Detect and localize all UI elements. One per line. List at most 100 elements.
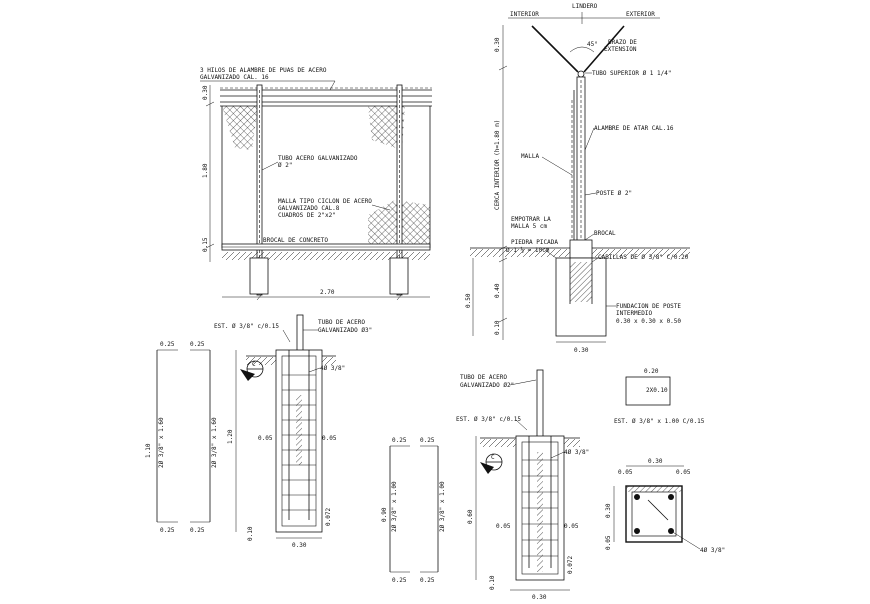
dim-bottom: 0.10 — [247, 526, 254, 541]
post-cap — [577, 70, 585, 78]
cover-l: 0.05 — [258, 435, 273, 442]
note: EST. Ø 3/8" x 1.00 C/0.15 — [614, 418, 705, 425]
leader — [670, 530, 701, 550]
rebar-dot — [668, 494, 674, 500]
exterior: EXTERIOR — [626, 11, 655, 18]
dim-base: 0.072 — [567, 556, 574, 574]
dim-bl: 0.25 — [392, 577, 407, 584]
mesh-label-2: GALVANIZADO CAL.8 — [278, 205, 340, 212]
rebar-note: 4Ø 3/8" — [564, 449, 589, 456]
cover-r: 0.05 — [322, 435, 337, 442]
height-left: 0.90 — [381, 507, 388, 522]
tube-1: TUBO DE ACERO — [460, 374, 507, 381]
tube-2: GALVANIZADO Ø2" — [460, 382, 514, 389]
leader — [584, 233, 595, 241]
interior: INTERIOR — [510, 11, 539, 18]
cover-r: 0.05 — [676, 469, 691, 476]
leader — [308, 367, 321, 373]
dim-tl: 0.25 — [392, 437, 407, 444]
arm-label-1: BRAZO DE — [608, 39, 637, 46]
rebar-cage — [281, 355, 317, 527]
dim-tick — [256, 293, 263, 301]
dim-tick — [205, 101, 215, 107]
dim-br: 0.25 — [190, 527, 205, 534]
dim-arm: 0.30 — [494, 37, 501, 52]
embed-2: MALLA 5 cm — [511, 223, 548, 230]
found-3: 0.30 x 0.30 x 0.50 — [616, 318, 681, 325]
ground — [222, 252, 430, 260]
ground — [246, 357, 276, 365]
leader — [550, 451, 565, 459]
stirrup-shape — [625, 376, 671, 406]
marker-arrow — [240, 369, 255, 381]
tube-embed — [537, 452, 543, 572]
wire-note-1: 3 HILOS DE ALAMBRE DE PUAS DE ACERO — [200, 67, 327, 74]
dim-fence: CERCA INTERIOR (h=1.80 m) — [494, 120, 501, 210]
dim-width: 0.30 — [532, 594, 547, 601]
top-tube: TUBO SUPERIOR Ø 1 1/4" — [592, 70, 671, 77]
dim-base: 0.072 — [325, 508, 332, 526]
dim-below: 0.40 — [494, 283, 501, 298]
curb: BROCAL — [594, 230, 616, 237]
dim-width: 2.70 — [320, 289, 335, 296]
column-detail-left: 0.25 0.25 0.25 0.25 1.10 2Ø 3/8" x 1.60 … — [145, 314, 372, 549]
dim-width: 0.30 — [574, 347, 589, 354]
dim-tl: 0.25 — [160, 341, 175, 348]
lindero: LINDERO — [572, 3, 598, 10]
mesh-patch — [222, 106, 258, 150]
mesh-label: MALLA — [521, 153, 539, 160]
arm-label-2: EXTENSION — [604, 46, 637, 53]
rebar-right: 2Ø 3/8" x 1.60 — [211, 417, 218, 468]
stirrups: EST. Ø 3/8" c/0.15 — [214, 323, 279, 330]
dim-bottom: 0.10 — [494, 320, 501, 335]
dim-top: 0.30 — [202, 85, 209, 100]
tube-label-2: Ø 2" — [278, 162, 292, 169]
tie — [647, 499, 669, 521]
leader — [282, 329, 291, 343]
tube-2: GALVANIZADO Ø3" — [318, 327, 372, 334]
dim-side: 0.30 — [605, 503, 612, 518]
leader — [515, 419, 528, 431]
cover-l: 0.05 — [496, 523, 511, 530]
dim-tr: 0.25 — [190, 341, 205, 348]
rebar-dot — [634, 494, 640, 500]
leader — [584, 127, 595, 151]
mesh-label-3: CUADROS DE 2"x2" — [278, 212, 336, 219]
leader — [371, 204, 391, 211]
dim: 0.20 — [644, 368, 659, 375]
dim-bottom: 0.10 — [489, 575, 496, 590]
curb-label: BROCAL DE CONCRETO — [263, 237, 328, 244]
leader — [591, 257, 599, 263]
tube-1: TUBO DE ACERO — [318, 319, 365, 326]
post-label: POSTE Ø 2" — [596, 190, 632, 197]
wire-note-2: GALVANIZADO CAL. 16 — [200, 74, 269, 81]
rebar-left: 2Ø 3/8" x 1.60 — [158, 417, 165, 468]
rebar-left: 2Ø 3/8" x 1.00 — [391, 481, 398, 532]
mesh-patch — [368, 106, 405, 150]
tube-label-1: TUBO ACERO GALVANIZADO — [278, 155, 358, 162]
section-cc: 0.30 0.05 0.05 0.30 0.05 4Ø 3/8" — [605, 458, 725, 554]
dim-tick — [396, 293, 403, 301]
dim-tick — [498, 65, 508, 71]
tie-wire: ALAMBRE DE ATAR CAL.16 — [594, 125, 674, 132]
leader — [261, 161, 279, 171]
tube-embed — [296, 395, 302, 465]
dim-found: 0.50 — [465, 293, 472, 308]
ground — [592, 249, 690, 257]
dim-bl: 0.25 — [160, 527, 175, 534]
found-2: INTERMEDIO — [616, 310, 653, 317]
stirrups: EST. Ø 3/8" c/0.15 — [456, 416, 521, 423]
marker-c: C — [491, 454, 495, 461]
ground — [564, 439, 580, 447]
extension-arm — [583, 25, 625, 73]
rebar-right: 2Ø 3/8" x 1.00 — [439, 481, 446, 532]
leader — [509, 379, 537, 386]
dim-width: 0.30 — [292, 542, 307, 549]
angle-arc — [569, 46, 595, 53]
height-left: 1.10 — [145, 443, 152, 458]
section-outline — [625, 485, 683, 543]
footing — [389, 257, 409, 295]
footing — [249, 257, 269, 295]
dim-height: 0.60 — [467, 509, 474, 524]
